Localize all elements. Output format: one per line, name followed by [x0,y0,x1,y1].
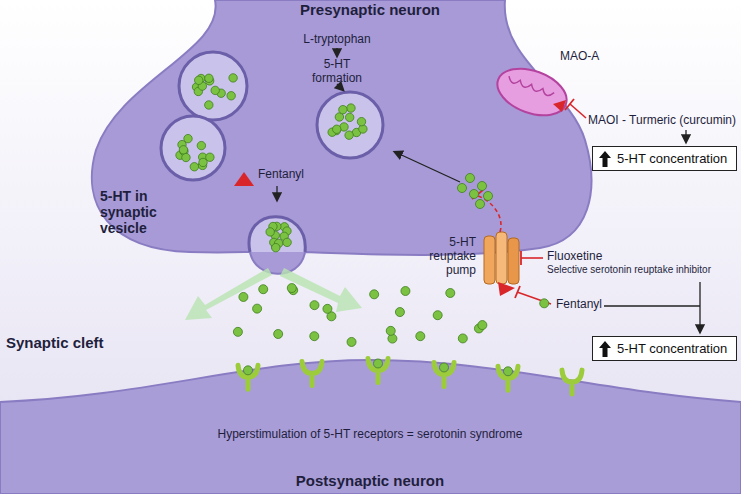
receptors [238,358,582,394]
mitochondrion [491,60,573,124]
text-label: Fluoxetine [547,250,602,264]
box-text: 5-HT concentration [617,151,727,166]
box-text: 5-HT concentration [617,341,727,356]
text-label: Presynaptic neuron [300,1,440,18]
text-label: Selective serotonin reuptake inhibitor [547,264,711,276]
text-label: 5-HT formation [302,58,372,86]
vesicles [161,52,383,252]
postsynaptic-neuron [0,360,741,494]
text-label: Hyperstimulation of 5-HT receptors = ser… [218,428,523,442]
text-label: MAO-A [560,50,599,64]
result-box: 5-HT concentration [592,336,737,361]
fentanyl-icon [234,172,254,186]
text-label: Fentanyl [258,168,304,182]
text-label: 5-HT in synaptic vesicle [100,188,185,236]
text-label: Fentanyl [556,298,602,312]
text-label: Postsynaptic neuron [296,472,444,489]
reuptake-pump [484,232,519,296]
result-box: 5-HT concentration [592,146,737,171]
serotonin-molecules [176,74,549,376]
up-arrow-icon [598,150,612,168]
up-arrow-icon [598,340,612,358]
text-label: Synaptic cleft [6,334,104,351]
text-label: MAOI - Turmeric (curcumin) [588,114,736,128]
presynaptic-terminal [92,0,592,274]
text-label: 5-HT reuptake pump [414,236,476,277]
text-label: L-tryptophan [303,33,370,47]
